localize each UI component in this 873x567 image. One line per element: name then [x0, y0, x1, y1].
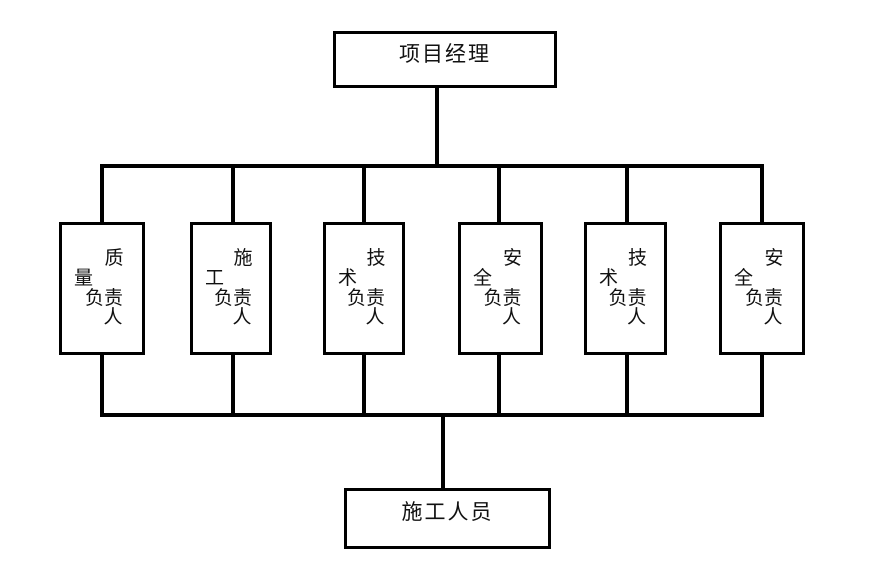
- node-role-1-line-4: 人: [103, 307, 123, 329]
- node-role-1-line-2: 量: [74, 267, 94, 289]
- node-role-2-line-4: 人: [232, 307, 252, 329]
- node-role-2-label: 施 工 负责 人: [193, 225, 269, 352]
- node-role-4-line-1: 安: [502, 248, 522, 270]
- node-role-3-label: 技 术 负责 人: [326, 225, 402, 352]
- connector-upper-drop-3: [362, 164, 366, 224]
- connector-upper-drop-4: [497, 164, 501, 224]
- node-role-2-line-3: 负责: [213, 287, 252, 309]
- connector-lower-drop-6: [760, 353, 764, 417]
- connector-manager-to-bus: [435, 86, 439, 168]
- connector-lower-drop-4: [497, 353, 501, 417]
- node-role-6-line-3: 负责: [744, 287, 783, 309]
- node-role-2-line-2: 工: [205, 267, 225, 289]
- node-construction-workers-label: 施工人员: [401, 500, 494, 524]
- node-project-manager-label: 项目经理: [399, 42, 491, 66]
- node-role-4-line-3: 负责: [483, 287, 522, 309]
- node-role-5: 技 术 负责 人: [584, 222, 667, 355]
- node-role-3: 技 术 负责 人: [323, 222, 405, 355]
- connector-upper-drop-5: [625, 164, 629, 224]
- node-role-6: 安 全 负责 人: [719, 222, 805, 355]
- connector-upper-bus: [100, 164, 764, 168]
- node-role-3-line-2: 术: [338, 267, 358, 289]
- connector-lower-drop-1: [100, 353, 104, 417]
- node-role-4: 安 全 负责 人: [458, 222, 543, 355]
- node-project-manager: 项目经理: [333, 31, 557, 88]
- connector-upper-drop-6: [760, 164, 764, 224]
- node-role-1: 质 量 负责 人: [59, 222, 145, 355]
- connector-lower-bus: [100, 413, 764, 417]
- connector-bus-to-workers: [441, 413, 445, 490]
- node-role-6-line-2: 全: [734, 267, 754, 289]
- node-role-1-line-1: 质: [104, 248, 124, 270]
- node-role-5-line-1: 技: [627, 248, 647, 270]
- node-role-4-line-2: 全: [473, 267, 493, 289]
- node-role-4-line-4: 人: [501, 307, 521, 329]
- connector-lower-drop-3: [362, 353, 366, 417]
- node-role-5-line-3: 负责: [608, 287, 647, 309]
- node-role-3-line-1: 技: [366, 248, 386, 270]
- connector-upper-drop-1: [100, 164, 104, 224]
- node-role-1-line-3: 负责: [84, 287, 123, 309]
- node-role-5-line-4: 人: [626, 307, 646, 329]
- node-role-3-line-3: 负责: [346, 287, 385, 309]
- node-role-6-line-4: 人: [763, 307, 783, 329]
- node-construction-workers: 施工人员: [344, 488, 551, 549]
- node-role-5-label: 技 术 负责 人: [587, 225, 664, 352]
- connector-lower-drop-5: [625, 353, 629, 417]
- node-role-3-line-4: 人: [365, 307, 385, 329]
- connector-lower-drop-2: [231, 353, 235, 417]
- node-role-5-line-2: 术: [599, 267, 619, 289]
- node-role-2: 施 工 负责 人: [190, 222, 272, 355]
- node-role-4-label: 安 全 负责 人: [461, 225, 540, 352]
- connector-upper-drop-2: [231, 164, 235, 224]
- node-role-6-label: 安 全 负责 人: [722, 225, 802, 352]
- node-role-1-label: 质 量 负责 人: [62, 225, 142, 352]
- node-role-6-line-1: 安: [764, 248, 784, 270]
- node-role-2-line-1: 施: [233, 248, 253, 270]
